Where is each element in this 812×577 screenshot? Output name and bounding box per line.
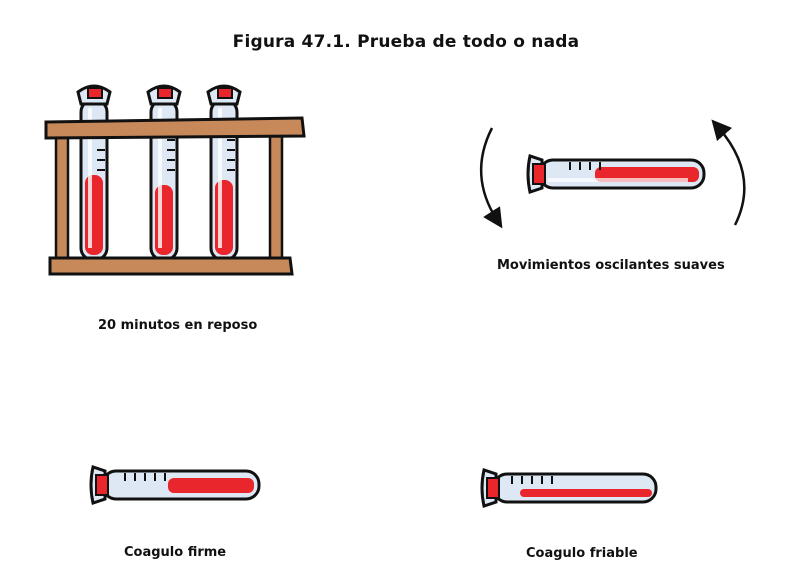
test-tube-rack-icon: [44, 84, 306, 276]
vertical-tube-3: [206, 84, 242, 262]
caption-firm: Coagulo firme: [124, 545, 227, 560]
caption-rocking: Movimientos oscilantes suaves: [497, 258, 725, 273]
friable-clot-tube-icon: [480, 468, 658, 508]
figure-title: Figura 47.1. Prueba de todo o nada: [232, 32, 580, 52]
firm-clot-tube-icon: [89, 465, 261, 505]
vertical-tube-2: [146, 84, 182, 262]
rocking-tube-icon: [479, 119, 746, 229]
vertical-tube-1: [76, 84, 112, 262]
caption-rest: 20 minutos en reposo: [98, 318, 258, 333]
caption-friable: Coagulo friable: [526, 546, 638, 561]
horizontal-test-tube-icon: [526, 154, 706, 194]
